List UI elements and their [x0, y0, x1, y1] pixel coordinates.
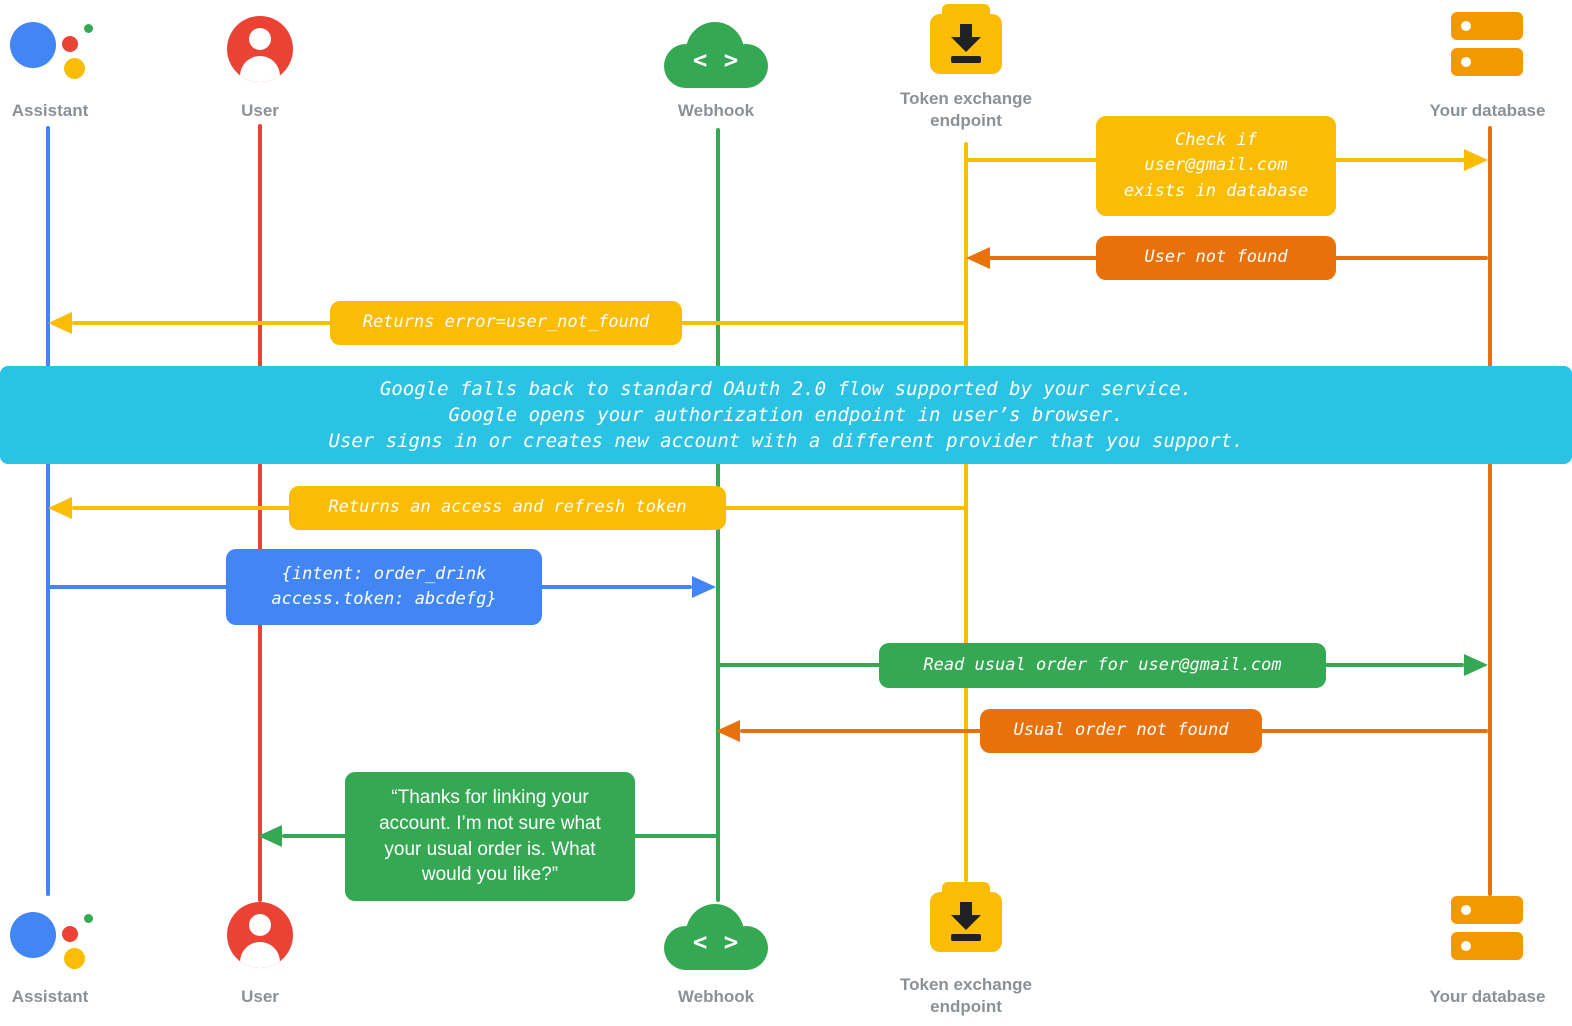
- assistant-icon-bottom: [8, 898, 100, 980]
- assistant-logo-red-dot: [62, 36, 78, 52]
- webhook-label-bottom: Webhook: [677, 987, 755, 1006]
- assistant-logo-blue-dot: [10, 912, 56, 958]
- code-brackets-icon: < >: [692, 928, 740, 956]
- user-not-found-message: User not found: [1096, 236, 1336, 280]
- webhook-icon: < >: [660, 18, 772, 88]
- user-lifeline: [258, 124, 262, 902]
- user-icon-body: [240, 56, 280, 82]
- webhook-label-top: Webhook: [677, 101, 755, 120]
- database-led: [1461, 941, 1471, 951]
- user-not-found-arrowhead-icon: [966, 247, 990, 269]
- user-icon-head: [249, 914, 271, 936]
- assistant-label-top: Assistant: [11, 101, 89, 120]
- token-endpoint-label-top: Token exchange endpoint: [900, 89, 1032, 131]
- read-order-arrowhead-icon: [1464, 654, 1488, 676]
- user-label-top: User: [241, 101, 279, 120]
- assistant-logo-blue-dot: [10, 22, 56, 68]
- database-icon-bottom: [1451, 896, 1523, 960]
- intent-arrowhead-icon: [692, 576, 716, 598]
- read-order-message: Read usual order for user@gmail.com: [879, 643, 1326, 688]
- token-endpoint-icon-bottom: [930, 882, 1002, 952]
- assistant-logo-red-dot: [62, 926, 78, 942]
- returns-tokens-arrowhead-icon: [48, 497, 72, 519]
- assistant-reply-arrowhead-icon: [258, 825, 282, 847]
- oauth-fallback-banner: Google falls back to standard OAuth 2.0 …: [0, 366, 1572, 464]
- database-label-bottom: Your database: [1429, 987, 1546, 1006]
- download-arrow-icon: [951, 915, 981, 930]
- download-arrow-icon: [951, 37, 981, 52]
- download-tray-icon: [951, 934, 981, 941]
- returns-tokens-message: Returns an access and refresh token: [289, 486, 726, 530]
- assistant-logo-yellow-dot: [64, 948, 85, 969]
- database-label-top: Your database: [1429, 101, 1546, 120]
- database-led: [1461, 905, 1471, 915]
- user-icon-bottom: [227, 902, 293, 968]
- cloud-base: [684, 54, 748, 88]
- token-endpoint-lifeline: [964, 142, 968, 882]
- assistant-logo-green-dot: [84, 914, 93, 923]
- returns-error-message: Returns error=user_not_found: [330, 301, 682, 345]
- order-not-found-message: Usual order not found: [980, 709, 1262, 753]
- assistant-icon: [8, 8, 100, 90]
- order-not-found-arrowhead-icon: [716, 720, 740, 742]
- download-arrow-icon: [960, 24, 972, 37]
- database-icon: [1451, 12, 1523, 76]
- returns-error-arrowhead-icon: [48, 312, 72, 334]
- webhook-icon-bottom: < >: [660, 900, 772, 970]
- user-icon-head: [249, 28, 271, 50]
- user-icon-body: [240, 942, 280, 968]
- database-lifeline: [1488, 126, 1492, 896]
- intent-message: {intent: order_drink access.token: abcde…: [226, 549, 542, 625]
- user-label-bottom: User: [241, 987, 279, 1006]
- check-user-arrowhead-icon: [1464, 149, 1488, 171]
- code-brackets-icon: < >: [692, 46, 740, 74]
- cloud-base: [684, 936, 748, 970]
- download-tray-icon: [951, 56, 981, 63]
- database-led: [1461, 21, 1471, 31]
- download-arrow-icon: [960, 902, 972, 915]
- token-endpoint-label-bottom: Token exchange endpoint: [900, 975, 1032, 1017]
- database-led: [1461, 57, 1471, 67]
- check-user-message: Check if user@gmail.com exists in databa…: [1096, 116, 1336, 216]
- token-endpoint-icon: [930, 4, 1002, 74]
- assistant-logo-yellow-dot: [64, 58, 85, 79]
- assistant-logo-green-dot: [84, 24, 93, 33]
- assistant-label-bottom: Assistant: [11, 987, 89, 1006]
- user-icon: [227, 16, 293, 82]
- assistant-reply-message: “Thanks for linking your account. I’m no…: [345, 772, 635, 901]
